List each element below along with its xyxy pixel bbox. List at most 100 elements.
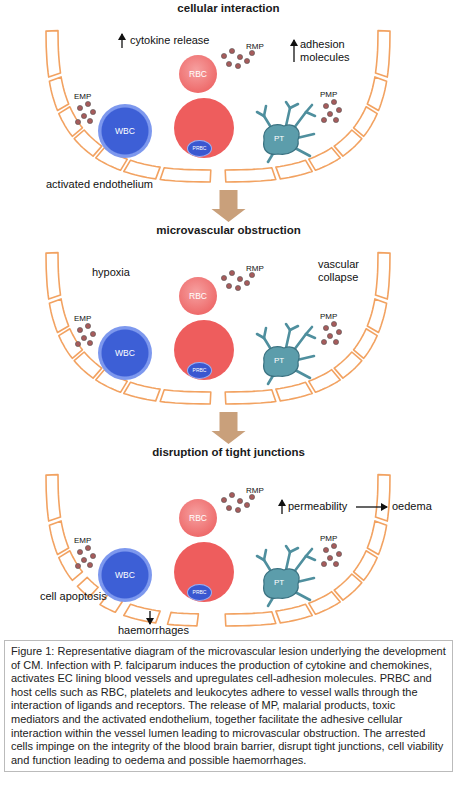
- vessel-panel: cellular interactionWBC RBC PRBC PT: [0, 0, 457, 190]
- cell-label: PRBC: [193, 146, 207, 151]
- microparticle-dot: [323, 103, 328, 108]
- microparticle-dot: [333, 117, 338, 122]
- cell-text-wrap: PRBC: [193, 368, 207, 373]
- platelet-dendrite: [294, 112, 306, 128]
- annotation-label: permeability: [288, 500, 347, 513]
- cell-label: RBC: [189, 70, 207, 79]
- particle-label: EMP: [74, 92, 91, 101]
- vessel-panel: microvascular obstructionWBCRBCPRBCPT: [0, 222, 457, 412]
- panel-title: disruption of tight junctions: [0, 445, 457, 459]
- microparticle-dot: [235, 63, 240, 68]
- microparticle-dot: [90, 553, 95, 558]
- microparticle-dot: [331, 99, 336, 104]
- platelet-shape: [250, 100, 318, 164]
- microparticle-dot: [323, 547, 328, 552]
- microparticle-dot: [77, 327, 82, 332]
- particle-label: PMP: [320, 534, 337, 543]
- microparticle-dot: [81, 557, 86, 562]
- endothelial-cell: [124, 604, 160, 623]
- microparticle-dot: [77, 105, 82, 110]
- endothelial-cell: [59, 329, 83, 359]
- endothelial-cell: [367, 521, 386, 555]
- pt-cell: PT: [250, 322, 318, 386]
- platelet-dendrite: [294, 556, 306, 572]
- microparticle-dot: [221, 275, 226, 280]
- microparticle-dot: [336, 329, 341, 334]
- microparticle-dot: [333, 561, 338, 566]
- platelet-dendrite: [306, 105, 312, 112]
- endothelial-cell: [46, 253, 61, 300]
- platelet-dendrite: [286, 108, 290, 126]
- endothelial-cell: [309, 370, 341, 393]
- annotation-label: cytokine release: [130, 34, 210, 47]
- increase-arrow: [281, 500, 282, 514]
- figure-caption: Figure 1: Representative diagram of the …: [4, 640, 453, 772]
- microparticle-dot: [77, 549, 82, 554]
- blood-vessel: [0, 222, 457, 412]
- platelet-dendrite: [295, 370, 310, 378]
- microparticle-dot: [85, 101, 90, 106]
- endothelial-cell: [225, 168, 276, 182]
- microparticle-dot: [221, 53, 226, 58]
- increase-arrow: [293, 40, 294, 62]
- rbc-cell: RBC: [179, 277, 217, 315]
- endothelial-cell: [376, 31, 391, 78]
- cell-label: PRBC: [193, 368, 207, 373]
- particle-label: EMP: [74, 314, 91, 323]
- annotation-label: oedema: [392, 500, 432, 513]
- platelet-body: [264, 125, 299, 155]
- cell-text-wrap: PT: [274, 357, 284, 365]
- particle-label: PMP: [320, 90, 337, 99]
- particle-label: PMP: [320, 312, 337, 321]
- panel-title: cellular interaction: [0, 1, 457, 15]
- platelet-dendrite: [295, 148, 310, 156]
- microparticle-dot: [226, 505, 231, 510]
- cell-text-wrap: PRBC: [193, 590, 207, 595]
- endothelial-cell: [354, 107, 378, 137]
- particle-label: RMP: [246, 486, 264, 495]
- microparticle-dot: [249, 272, 254, 277]
- endothelial-cell: [168, 612, 199, 626]
- microparticle-dot: [235, 507, 240, 512]
- cell-text-wrap: PRBC: [193, 146, 207, 151]
- endothelial-cell: [367, 77, 386, 111]
- endothelial-cell: [46, 475, 61, 521]
- platelet-body: [264, 569, 299, 599]
- microparticle-dot: [336, 107, 341, 112]
- platelet-dendrite: [306, 556, 315, 560]
- cell-label: RBC: [189, 514, 207, 523]
- microparticle-dot: [229, 492, 234, 497]
- cell-label: WBC: [115, 349, 135, 358]
- pt-cell: PT: [250, 100, 318, 164]
- cell-text-wrap: WBC: [115, 127, 135, 136]
- microparticle-dot: [221, 497, 226, 502]
- annotation-label: adhesion molecules: [300, 38, 370, 63]
- endothelial-cell: [334, 574, 362, 600]
- microparticle-dot: [249, 50, 254, 55]
- vessel-panel: disruption of tight junctionsWBCRBCPRBCP…: [0, 444, 457, 634]
- wbc-cell: WBC: [98, 326, 152, 380]
- endothelial-cell: [367, 299, 386, 333]
- microparticle-dot: [87, 118, 92, 123]
- microparticle-dot: [321, 339, 326, 344]
- microparticle-dot: [336, 551, 341, 556]
- platelet-dendrite: [295, 592, 310, 600]
- platelet-dendrite: [286, 552, 290, 570]
- progression-arrow: [212, 412, 246, 444]
- endothelial-cell: [376, 475, 391, 521]
- microparticle-dot: [244, 502, 249, 507]
- platelet-dendrite: [306, 327, 312, 334]
- endothelial-cell: [160, 168, 211, 182]
- microparticle-dot: [331, 543, 336, 548]
- particle-label: EMP: [74, 536, 91, 545]
- progression-arrow: [212, 190, 246, 222]
- endothelial-cell: [124, 382, 160, 401]
- cell-label: RBC: [189, 292, 207, 301]
- increase-arrow: [121, 34, 122, 48]
- cell-label: WBC: [115, 127, 135, 136]
- microparticle-dot: [249, 494, 254, 499]
- endothelial-cell: [354, 551, 378, 581]
- endothelial-cell: [309, 592, 341, 615]
